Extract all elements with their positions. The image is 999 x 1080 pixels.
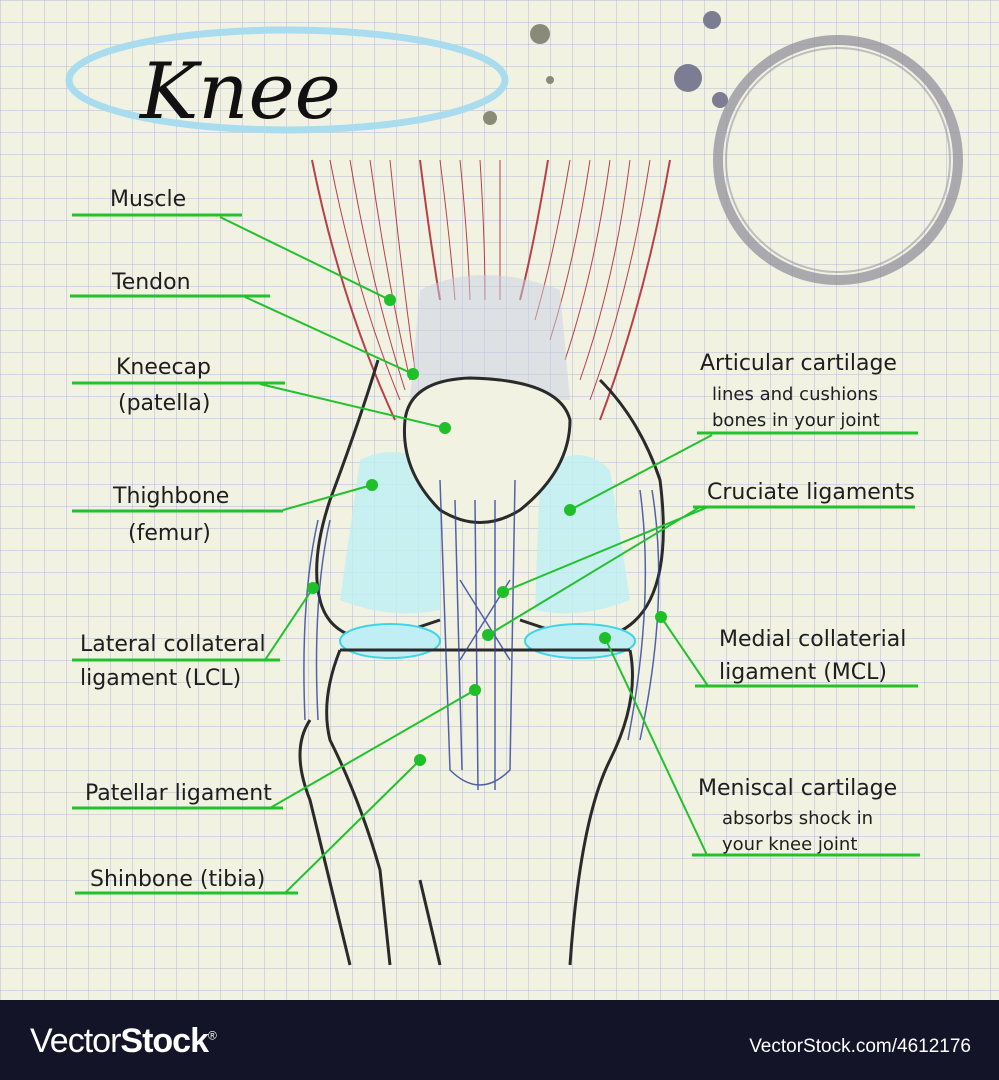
label-shinbone: Shinbone (tibia) xyxy=(90,867,265,892)
logo-bold: Stock xyxy=(120,1022,209,1060)
label-articular-sub1: lines and cushions xyxy=(712,384,878,405)
label-lcl-sub: ligament (LCL) xyxy=(80,666,241,691)
ligaments xyxy=(303,479,660,791)
labels: Muscle Tendon Kneecap (patella) Thighbon… xyxy=(80,187,915,892)
label-articular-sub2: bones in your joint xyxy=(712,410,880,431)
logo-light: Vector xyxy=(30,1022,121,1060)
label-meniscal: Meniscal cartilage xyxy=(698,776,897,801)
articular-cartilage xyxy=(340,452,630,614)
tibia xyxy=(298,648,634,966)
label-thighbone-sub: (femur) xyxy=(128,521,211,546)
label-cruciate: Cruciate ligaments xyxy=(707,480,915,505)
label-mcl-sub: ligament (MCL) xyxy=(719,660,887,685)
muscle-fibers xyxy=(311,159,671,421)
label-articular: Articular cartilage xyxy=(700,351,897,376)
knee-diagram: Knee xyxy=(65,11,963,966)
label-lcl: Lateral collateral xyxy=(80,632,266,657)
footer-bar: VectorStock® VectorStock.com/4612176 xyxy=(0,1000,999,1080)
tendon xyxy=(410,275,570,400)
label-muscle: Muscle xyxy=(110,187,186,212)
page-title: Knee xyxy=(138,47,341,137)
label-thighbone: Thighbone xyxy=(112,484,229,509)
label-kneecap-sub: (patella) xyxy=(118,391,210,416)
title-ring xyxy=(65,26,509,134)
leader-lines xyxy=(70,213,920,895)
logo-registered: ® xyxy=(207,1028,217,1043)
label-meniscal-sub1: absorbs shock in xyxy=(722,808,873,829)
image-reference: VectorStock.com/4612176 xyxy=(749,1036,971,1057)
label-tendon: Tendon xyxy=(111,270,191,295)
label-patellar-ligament: Patellar ligament xyxy=(85,781,272,806)
vectorstock-logo[interactable]: VectorStock® xyxy=(30,1022,217,1061)
label-kneecap: Kneecap xyxy=(116,355,211,380)
patella xyxy=(402,376,572,524)
label-meniscal-sub2: your knee joint xyxy=(722,834,857,855)
coffee-stain xyxy=(483,11,963,285)
label-mcl: Medial collaterial xyxy=(719,627,906,652)
